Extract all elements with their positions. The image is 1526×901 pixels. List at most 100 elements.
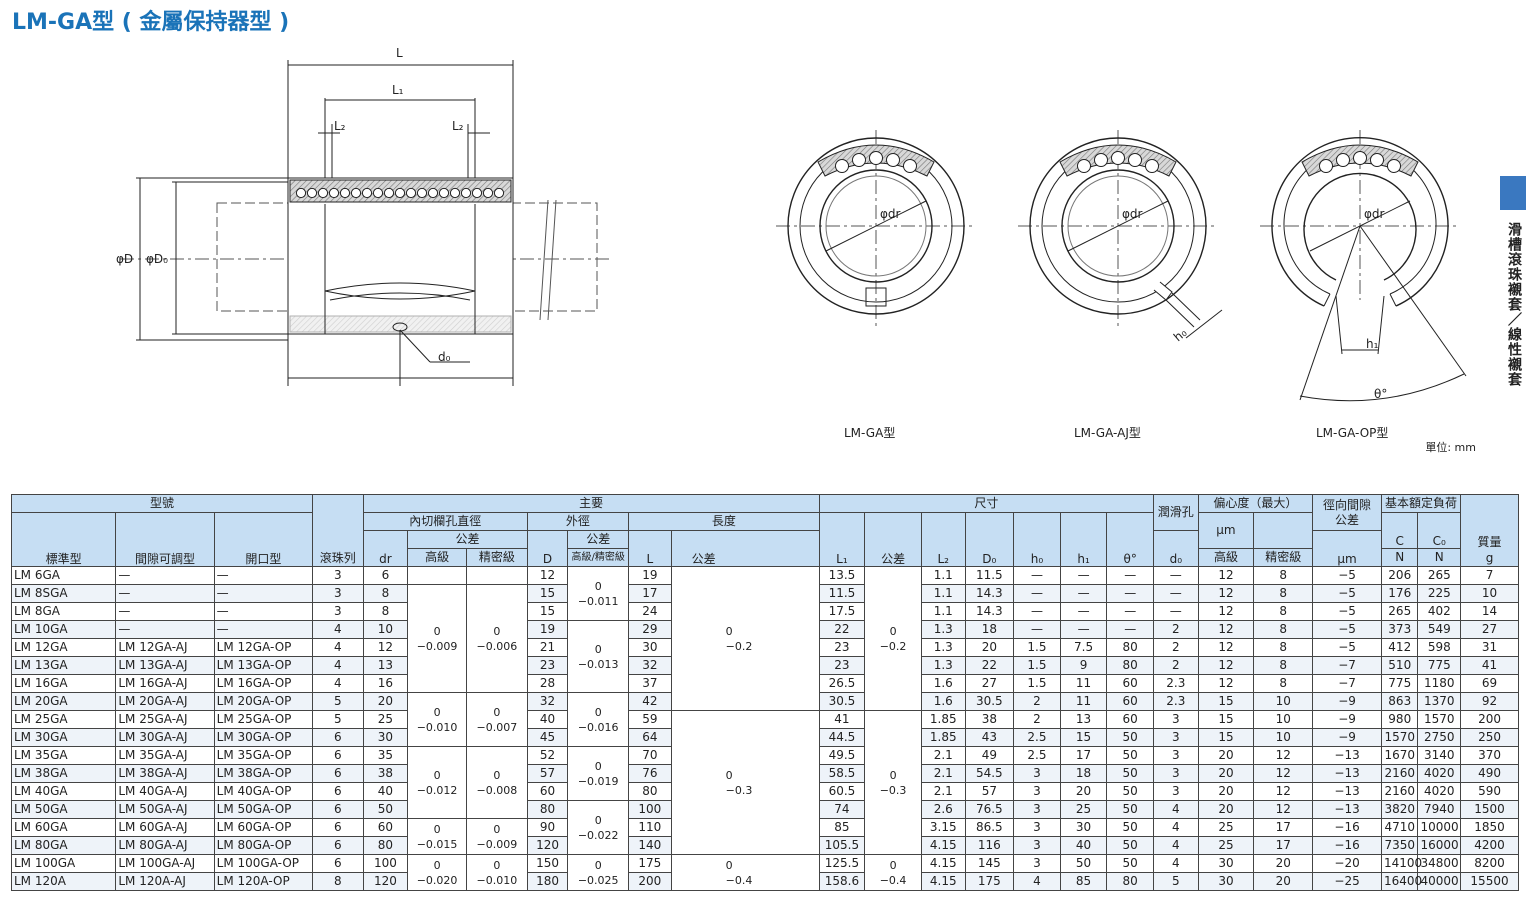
cell-L1: 158.6: [818, 872, 866, 891]
th-L1: L₁: [818, 512, 866, 567]
technical-drawings: L L₁ L₂ L₂ φD φD₀ d₀ φdr: [116, 46, 1467, 402]
th-radial-um: μm: [1312, 530, 1383, 567]
cell-C0: 16000: [1417, 836, 1462, 855]
cell-C: 510: [1381, 656, 1419, 675]
cell-C0: 4020: [1417, 764, 1462, 783]
cell-L2: 1.3: [920, 620, 966, 639]
cell-C0: 775: [1417, 656, 1462, 675]
cell-ep: 12: [1253, 782, 1314, 801]
cell-eh: 20: [1197, 800, 1255, 819]
cell-rc: −16: [1312, 818, 1383, 837]
cell-L1: 23: [818, 638, 866, 657]
cell-L1: 13.5: [818, 566, 866, 585]
cell-h1: —: [1059, 566, 1108, 585]
cell-D: 90: [526, 818, 569, 837]
cell-D: 12: [526, 566, 569, 585]
cell-eh: 12: [1197, 620, 1255, 639]
cell-std: LM 50GA: [10, 800, 117, 819]
cell-dr-tol-prec: 0 −0.008: [465, 746, 528, 819]
cell-ep: 8: [1253, 584, 1314, 603]
th-D: D: [526, 530, 569, 567]
cell-open: LM 40GA-OP: [213, 782, 313, 801]
cell-theta: 60: [1106, 692, 1155, 711]
cell-h0: 2: [1013, 692, 1061, 711]
cell-D0: 76.5: [964, 800, 1015, 819]
cell-theta: 50: [1106, 836, 1155, 855]
cell-C0: 4020: [1417, 782, 1462, 801]
cell-L1: 58.5: [818, 764, 866, 783]
cell-L2: 1.1: [920, 602, 966, 621]
cell-L: 76: [628, 764, 672, 783]
cell-L: 30: [628, 638, 672, 657]
cell-balls: 6: [311, 800, 364, 819]
cell-mass: 15500: [1460, 872, 1519, 891]
cell-d0: 2: [1153, 656, 1199, 675]
cell-adj: —: [115, 620, 215, 639]
cell-D: 15: [526, 584, 569, 603]
cell-theta: —: [1106, 620, 1155, 639]
cell-C0: 402: [1417, 602, 1462, 621]
cell-L: 100: [628, 800, 672, 819]
cell-D-tol: 0 −0.022: [567, 800, 630, 855]
cell-D: 21: [526, 638, 569, 657]
cell-mass: 1500: [1460, 800, 1519, 819]
cell-dr-tol-prec: 0 −0.007: [465, 692, 528, 747]
cell-C0: 549: [1417, 620, 1462, 639]
cell-D: 52: [526, 746, 569, 765]
cell-L: 175: [628, 854, 672, 873]
cell-dr: 30: [362, 728, 409, 747]
label-h0: h₀: [1171, 325, 1190, 344]
cell-balls: 3: [311, 584, 364, 603]
cell-C0: 1370: [1417, 692, 1462, 711]
th-std: 標準型: [10, 512, 117, 567]
cell-balls: 4: [311, 638, 364, 657]
cell-C0: 10000: [1417, 818, 1462, 837]
cell-D: 19: [526, 620, 569, 639]
cell-dr: 16: [362, 674, 409, 693]
cell-L2: 1.85: [920, 710, 966, 729]
th-h1: h₁: [1059, 512, 1108, 567]
cell-d0: 4: [1153, 800, 1199, 819]
label-theta: θ°: [1374, 387, 1387, 401]
cell-L1: 22: [818, 620, 866, 639]
cell-L1: 17.5: [818, 602, 866, 621]
cell-adj: —: [115, 566, 215, 585]
end-view-lm-ga-op: [1260, 130, 1467, 402]
cell-std: LM 30GA: [10, 728, 117, 747]
th-D-tol: 公差: [567, 530, 630, 549]
cell-dr-tol-high: 0 −0.010: [407, 692, 467, 747]
cell-d0: 4: [1153, 836, 1199, 855]
cell-eh: 12: [1197, 602, 1255, 621]
cell-L: 64: [628, 728, 672, 747]
cell-h0: 3: [1013, 764, 1061, 783]
cell-L1: 125.5: [818, 854, 866, 873]
cell-L1: 26.5: [818, 674, 866, 693]
label-phiD: φD: [116, 252, 133, 266]
cell-rc: −9: [1312, 692, 1383, 711]
cell-balls: 8: [311, 872, 364, 891]
cell-eh: 12: [1197, 638, 1255, 657]
cell-eh: 15: [1197, 710, 1255, 729]
cell-L2: 1.6: [920, 674, 966, 693]
cell-theta: 50: [1106, 728, 1155, 747]
th-C0-unit: N: [1417, 548, 1462, 567]
th-dr-prec: 精密級: [465, 548, 528, 567]
cell-rc: −9: [1312, 728, 1383, 747]
cell-D: 40: [526, 710, 569, 729]
cell-d0: 3: [1153, 728, 1199, 747]
cell-dr-tol-high: [407, 566, 467, 585]
cell-balls: 6: [311, 818, 364, 837]
cell-D0: 43: [964, 728, 1015, 747]
cell-D0: 22: [964, 656, 1015, 675]
cell-ep: 10: [1253, 728, 1314, 747]
cell-eh: 20: [1197, 764, 1255, 783]
cell-h0: —: [1013, 602, 1061, 621]
cell-open: —: [213, 602, 313, 621]
th-adj: 間隙可調型: [115, 512, 215, 567]
cell-balls: 4: [311, 656, 364, 675]
